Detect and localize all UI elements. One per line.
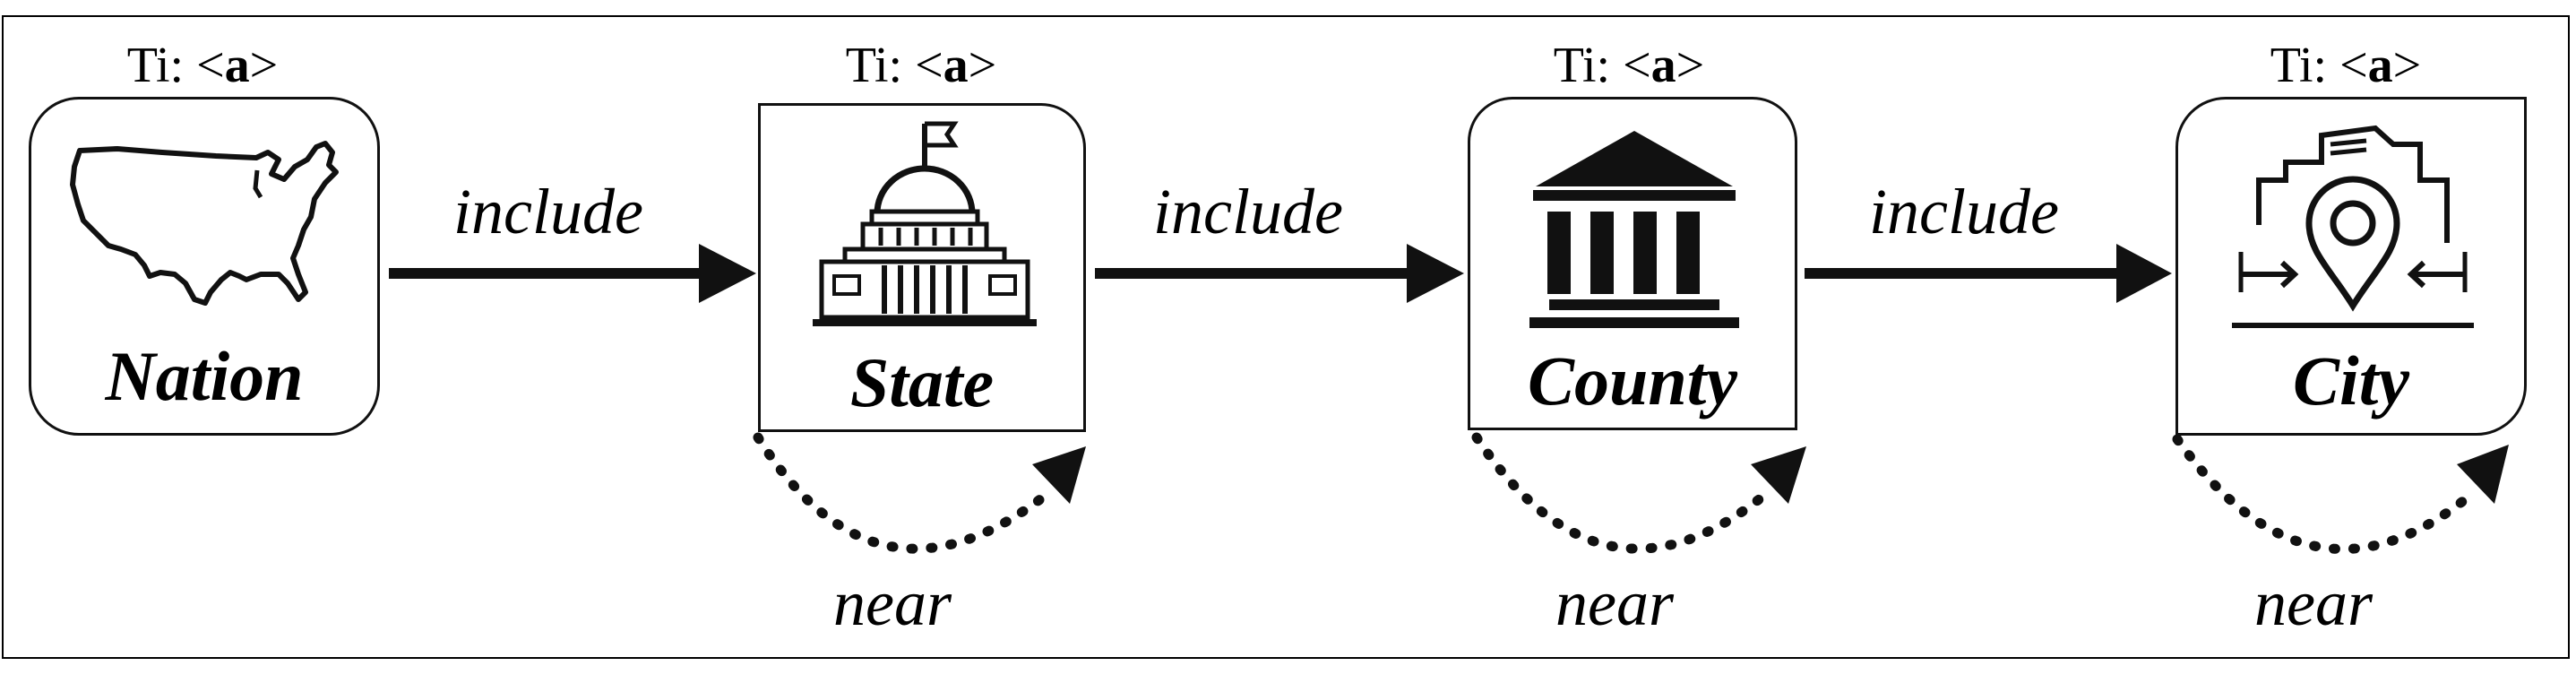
diagram-frame xyxy=(2,15,2570,659)
node-label-city: City xyxy=(2293,342,2409,420)
edge-label-include-2: include xyxy=(1153,176,1343,247)
near-loop-city xyxy=(2172,434,2509,554)
loop-label-near-city: near xyxy=(2254,567,2373,639)
ti-label-county: Ti: <a> xyxy=(1553,38,1705,93)
city-location-icon xyxy=(2232,125,2474,328)
courthouse-icon xyxy=(1529,131,1739,328)
node-label-nation: Nation xyxy=(105,337,304,415)
node-label-state: State xyxy=(849,343,995,421)
loop-label-near-county: near xyxy=(1555,567,1674,639)
include-arrow-county-city xyxy=(1805,244,2172,303)
node-county: County xyxy=(1468,97,1797,430)
node-nation: Nation xyxy=(29,97,380,436)
node-city: City xyxy=(2175,97,2527,436)
include-arrow-nation-state xyxy=(389,244,756,303)
usa-map-icon xyxy=(70,141,339,306)
edge-label-include-1: include xyxy=(453,176,643,247)
near-loop-state xyxy=(753,432,1086,554)
ti-label-nation: Ti: <a> xyxy=(126,38,279,93)
near-loop-county xyxy=(1471,432,1806,554)
ti-label-state: Ti: <a> xyxy=(845,38,997,93)
ti-label-city: Ti: <a> xyxy=(2270,38,2422,93)
node-state: State xyxy=(758,103,1086,432)
edge-label-include-3: include xyxy=(1869,176,2059,247)
loop-label-near-state: near xyxy=(833,567,952,639)
include-arrow-state-county xyxy=(1095,244,1464,303)
node-label-county: County xyxy=(1527,342,1738,420)
capitol-icon xyxy=(813,121,1037,326)
